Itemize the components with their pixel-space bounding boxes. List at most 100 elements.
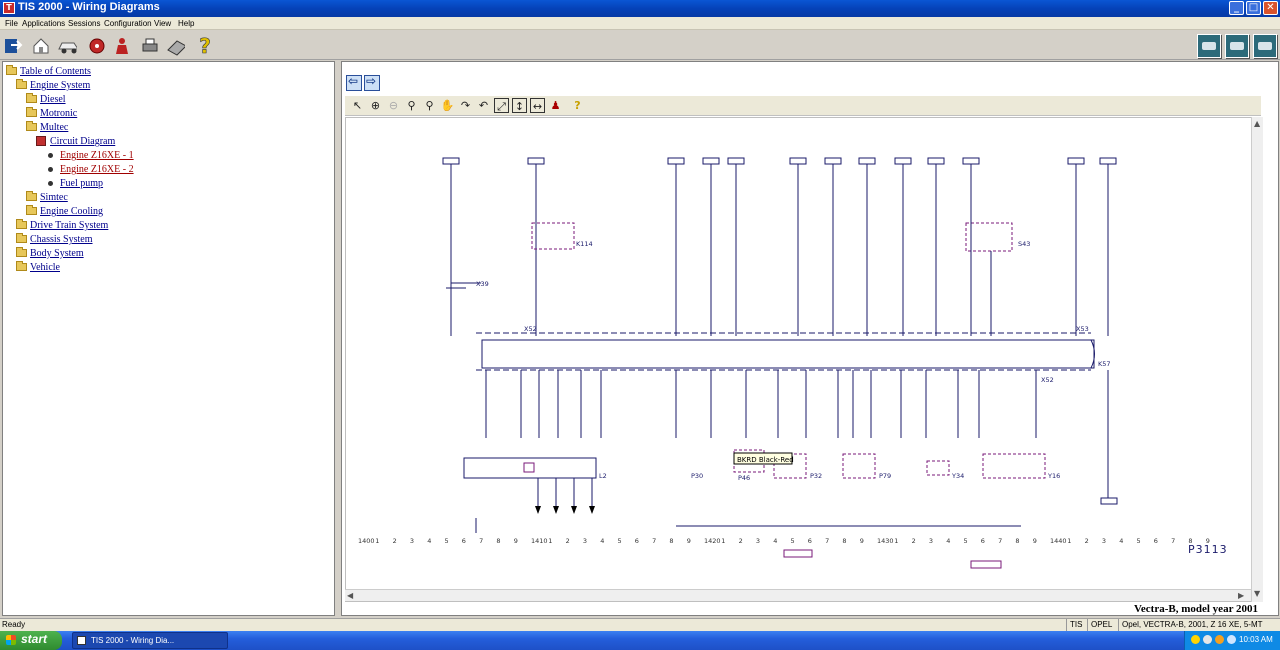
person-icon[interactable] [112,36,132,56]
toc-item-label[interactable]: Motronic [40,108,78,119]
diagram-id: P3113 [1188,543,1228,556]
scale-label: 1410 [531,537,548,545]
scale-label: 1440 [1050,537,1067,545]
help-icon[interactable]: ? [195,35,215,55]
diagram-view-icon[interactable] [1197,34,1221,58]
toc-item-label[interactable]: Simtec [40,192,68,203]
scale-label: 3 [583,537,587,545]
diagram-caption: Vectra-B, model year 2001 [1133,603,1258,615]
connector-box [894,157,912,165]
taskbar-item-tis2000[interactable]: TIS 2000 - Wiring Dia... [72,632,228,649]
status-field-tis: TIS [1070,620,1083,629]
viewer-help-icon[interactable]: ? [574,99,581,112]
connector-box [1100,497,1118,505]
horizontal-scrollbar[interactable]: ◀ ▶ [345,589,1251,601]
scale-label: 8 [842,537,846,545]
fit-height-icon[interactable]: ↕ [512,98,527,113]
scale-label: 6 [462,537,466,545]
scale-label: 3 [410,537,414,545]
toc-item-label[interactable]: Engine System [30,80,91,91]
component-label: S43 [1018,240,1030,248]
arrow-right-icon: ⇨ [366,74,377,88]
exit-icon[interactable] [3,35,23,55]
menu-view[interactable]: View [154,19,172,28]
scale-label: 5 [791,537,795,545]
scale-label: 9 [860,537,864,545]
scale-label: 6 [808,537,812,545]
vehicle-view-icon[interactable] [1225,34,1249,58]
keyboard-icon[interactable] [165,36,185,56]
back-button[interactable]: ⇦ [346,74,362,91]
menu-sessions[interactable]: Sessions [68,19,101,28]
scale-label: 7 [652,537,656,545]
fit-width-icon[interactable]: ↔ [530,98,545,113]
toc-item-label[interactable]: Multec [40,122,69,133]
forward-button[interactable]: ⇨ [364,74,380,91]
scroll-down-icon[interactable]: ▼ [1254,589,1261,598]
toc-item-label[interactable]: Engine Z16XE - 2 [60,164,134,175]
scale-label: 3 [756,537,760,545]
zoom-area-icon[interactable]: ⚲ [425,99,434,112]
scale-label: 1 [721,537,725,545]
component-view-icon[interactable] [1253,34,1277,58]
folder-icon [16,79,27,89]
toc-item-label[interactable]: Body System [30,248,84,259]
maximize-button[interactable]: □ [1246,1,1261,15]
menu-file[interactable]: File [5,19,18,28]
scale-label: 8 [669,537,673,545]
disc-icon[interactable] [87,36,107,56]
volume-tray-icon[interactable] [1227,635,1236,644]
footer-box [783,549,813,558]
start-button[interactable]: start [0,631,62,650]
folder-icon [16,247,27,257]
component-locator-icon[interactable]: ♟ [550,99,561,112]
rotate-right-icon[interactable]: ↷ [460,99,471,112]
toc-item-label[interactable]: Engine Cooling [40,206,104,217]
title-bar: T TIS 2000 - Wiring Diagrams _ □ ✕ [0,0,1280,17]
menu-help[interactable]: Help [178,19,195,28]
scale-label: 6 [1154,537,1158,545]
toc-item-label[interactable]: Chassis System [30,234,93,245]
fit-page-icon[interactable]: ⤢ [494,98,509,113]
toc-item-label[interactable]: Drive Train System [30,220,109,231]
taskbar: start TIS 2000 - Wiring Dia... 10:03 AM [0,631,1280,650]
rotate-left-icon[interactable]: ↶ [478,99,489,112]
minimize-button[interactable]: _ [1229,1,1244,15]
menu-configuration[interactable]: Configuration [104,19,152,28]
close-button[interactable]: ✕ [1263,1,1278,15]
magnify-icon[interactable]: ⚲ [407,99,416,112]
toc-item-label[interactable]: Circuit Diagram [50,136,116,147]
home-icon[interactable] [31,36,51,56]
toc-item-label[interactable]: Diesel [40,94,66,105]
printer-icon[interactable] [140,36,160,56]
connector-box [858,157,876,165]
zoom-out-icon[interactable]: ⊖ [388,99,399,112]
toc-item-label[interactable]: Engine Z16XE - 1 [60,150,134,161]
update-tray-icon[interactable] [1215,635,1224,644]
connector-box [962,157,980,165]
scale-label: 7 [479,537,483,545]
pointer-icon[interactable]: ↖ [352,99,363,112]
menu-applications[interactable]: Applications [22,19,66,28]
network-tray-icon[interactable] [1203,635,1212,644]
scroll-left-icon[interactable]: ◀ [347,591,354,600]
vertical-scrollbar[interactable]: ▲ ▼ [1251,117,1263,602]
toc-item-label[interactable]: Vehicle [30,262,60,273]
scroll-up-icon[interactable]: ▲ [1254,119,1261,128]
component-label: Y16 [1047,472,1060,480]
zoom-in-icon[interactable]: ⊕ [370,99,381,112]
panel-splitter[interactable] [336,61,341,616]
folder-icon [26,205,37,215]
scroll-right-icon[interactable]: ▶ [1238,591,1245,600]
scale-label: 2 [1085,537,1089,545]
toc-item-label[interactable]: Fuel pump [60,178,104,189]
scale-label: 4 [946,537,950,545]
car-icon[interactable] [57,36,77,56]
pan-hand-icon[interactable]: ✋ [440,99,455,112]
toc-item-label[interactable]: Table of Contents [20,66,91,77]
component-label: X52 [1041,376,1054,384]
security-tray-icon[interactable] [1191,635,1200,644]
scale-label: 1 [894,537,898,545]
scale-label: 4 [1119,537,1123,545]
